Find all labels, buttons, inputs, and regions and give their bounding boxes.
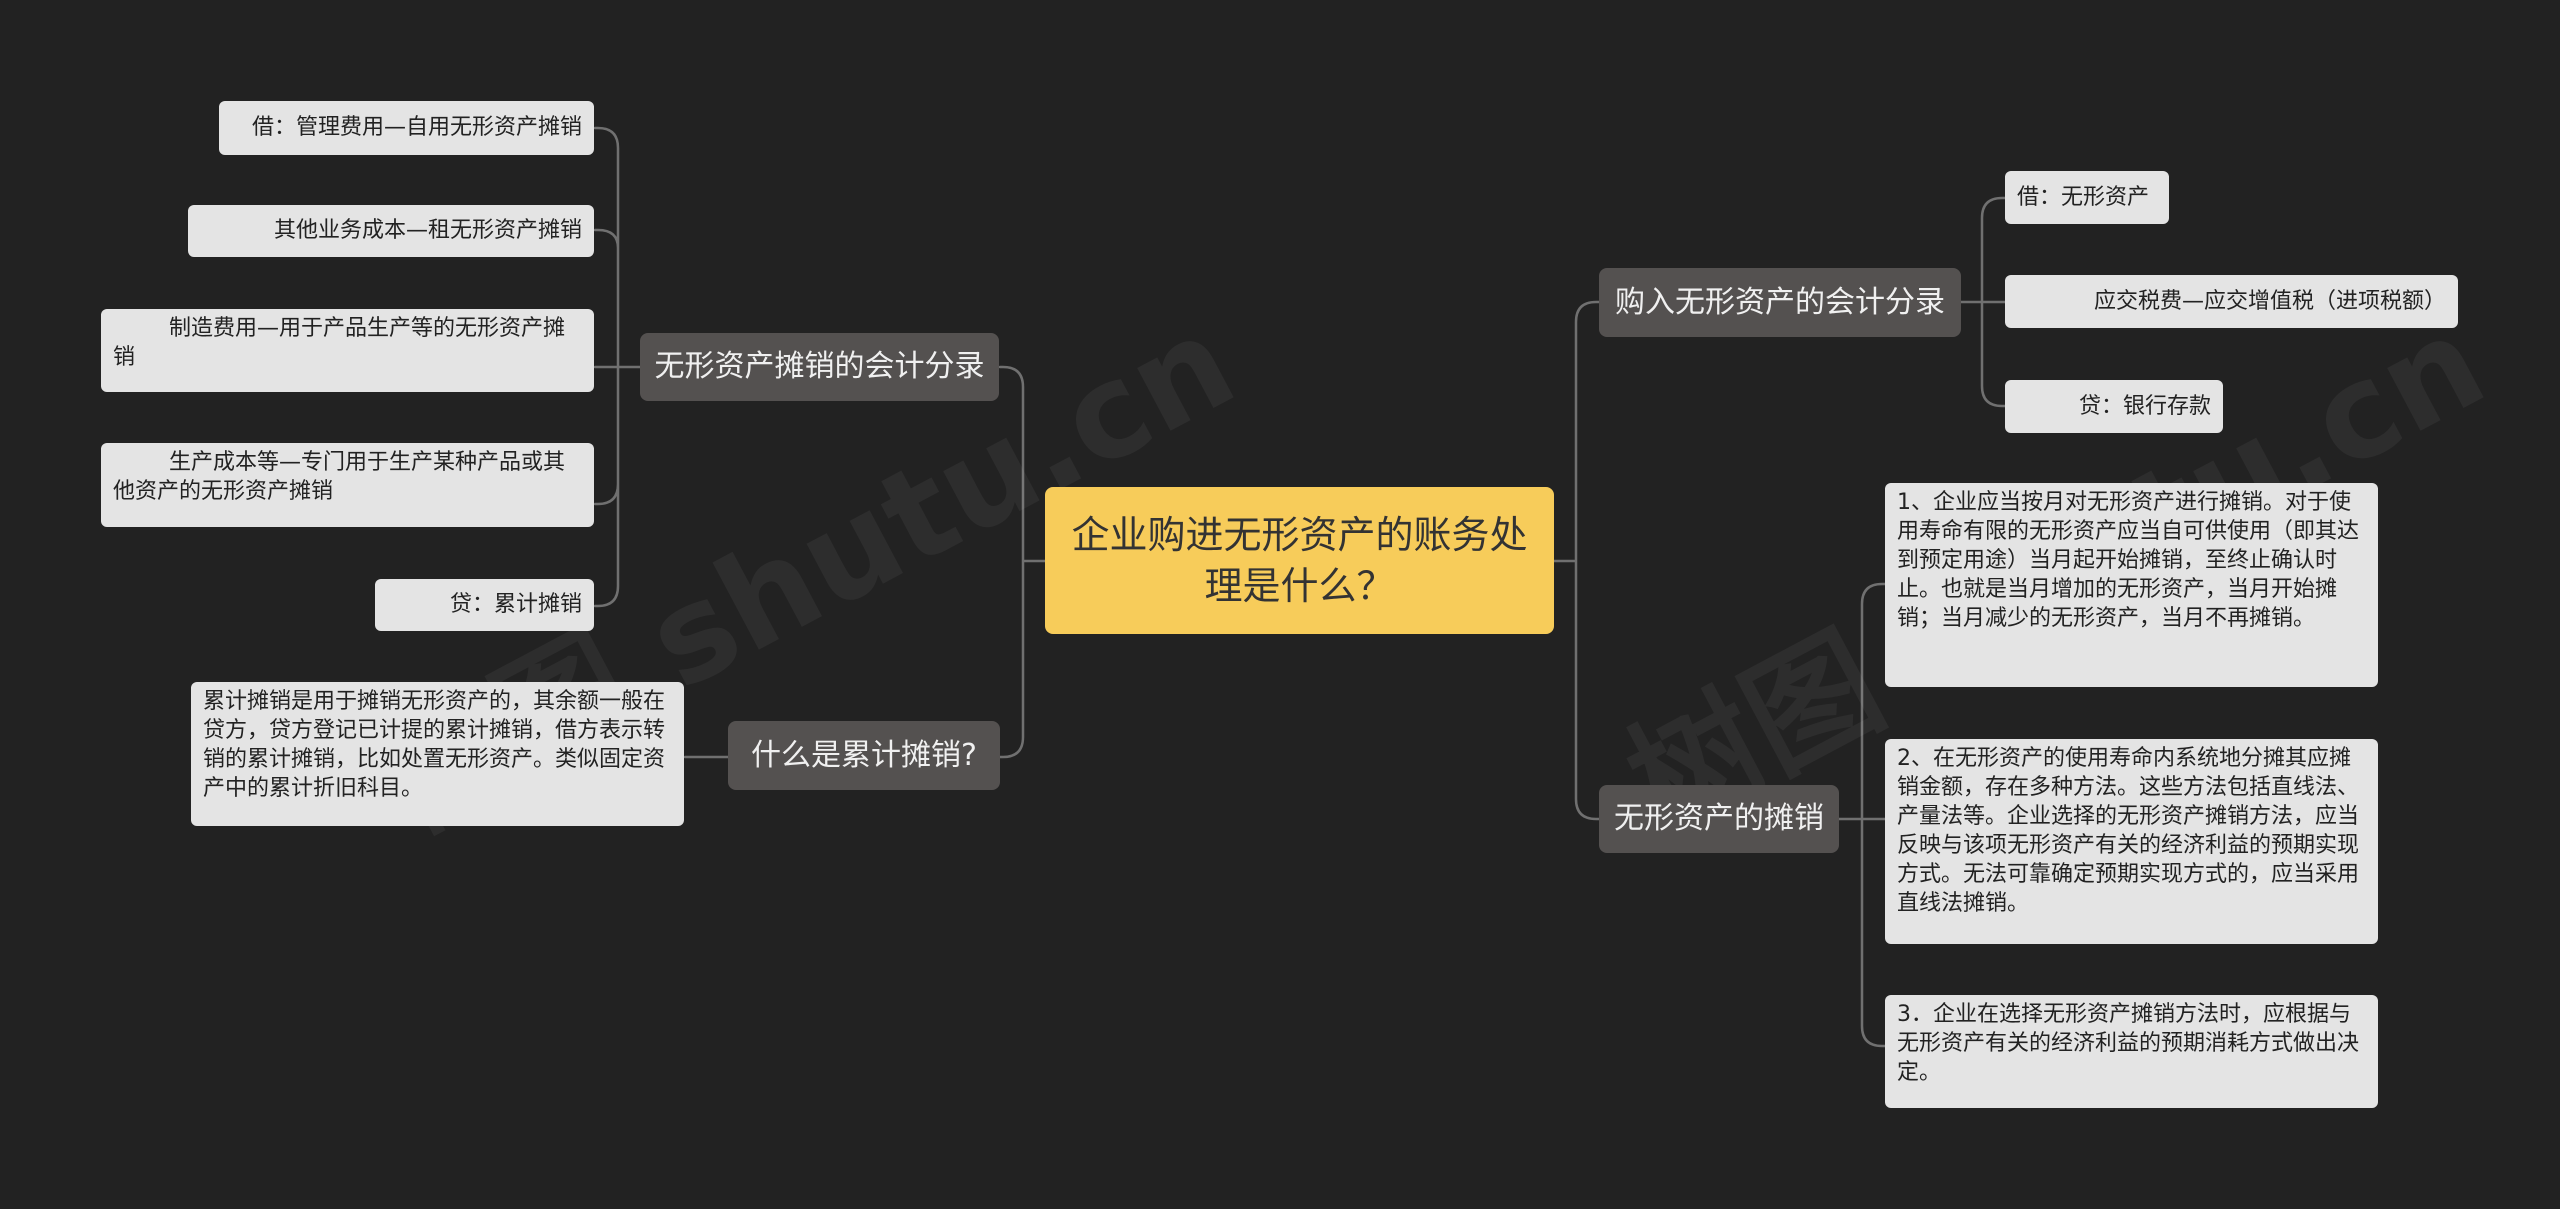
branch-amortization-entry[interactable]: 无形资产摊销的会计分录	[640, 333, 999, 401]
leaf-amortization-rule-3[interactable]: 3．企业在选择无形资产摊销方法时，应根据与无形资产有关的经济利益的预期消耗方式做…	[1885, 995, 2378, 1108]
connector-root-left	[998, 365, 1047, 759]
leaf-production-cost[interactable]: 生产成本等—专门用于生产某种产品或其他资产的无形资产摊销	[101, 443, 594, 527]
branch-purchase-entry[interactable]: 购入无形资产的会计分录	[1599, 268, 1961, 337]
branch-label: 什么是累计摊销?	[751, 737, 977, 773]
branch-label: 无形资产摊销的会计分录	[654, 349, 985, 384]
leaf-credit-bank-deposit[interactable]: 贷：银行存款	[2005, 380, 2223, 433]
connector-left-1	[593, 126, 642, 608]
connector-right-1	[1959, 196, 2007, 408]
leaf-input-vat[interactable]: 应交税费—应交增值税（进项税额）	[2005, 275, 2458, 328]
leaf-credit-accumulated[interactable]: 贷：累计摊销	[375, 579, 594, 631]
connector-root-right	[1552, 300, 1601, 821]
leaf-accumulated-definition[interactable]: 累计摊销是用于摊销无形资产的，其余额一般在贷方，贷方登记已计提的累计摊销，借方表…	[191, 682, 684, 826]
leaf-amortization-rule-2[interactable]: 2、在无形资产的使用寿命内系统地分摊其应摊销金额，存在多种方法。这些方法包括直线…	[1885, 739, 2378, 944]
root-topic[interactable]: 企业购进无形资产的账务处理是什么？	[1045, 487, 1554, 634]
branch-label: 购入无形资产的会计分录	[1615, 284, 1945, 320]
leaf-amortization-rule-1[interactable]: 1、企业应当按月对无形资产进行摊销。对于使用寿命有限的无形资产应当自可供使用（即…	[1885, 483, 2378, 687]
leaf-debit-admin-expense[interactable]: 借：管理费用—自用无形资产摊销	[219, 101, 594, 155]
leaf-manufacturing-overhead[interactable]: 制造费用—用于产品生产等的无形资产摊销	[101, 309, 594, 392]
leaf-other-business-cost[interactable]: 其他业务成本—租无形资产摊销	[188, 205, 594, 257]
branch-label: 无形资产的摊销	[1614, 801, 1824, 836]
connector-right-2	[1837, 582, 1887, 1048]
branch-intangible-amortization[interactable]: 无形资产的摊销	[1599, 785, 1839, 853]
root-topic-label: 企业购进无形资产的账务处理是什么？	[1071, 512, 1528, 608]
branch-what-is-accumulated[interactable]: 什么是累计摊销?	[728, 721, 1000, 790]
leaf-debit-intangible[interactable]: 借：无形资产	[2005, 171, 2169, 224]
